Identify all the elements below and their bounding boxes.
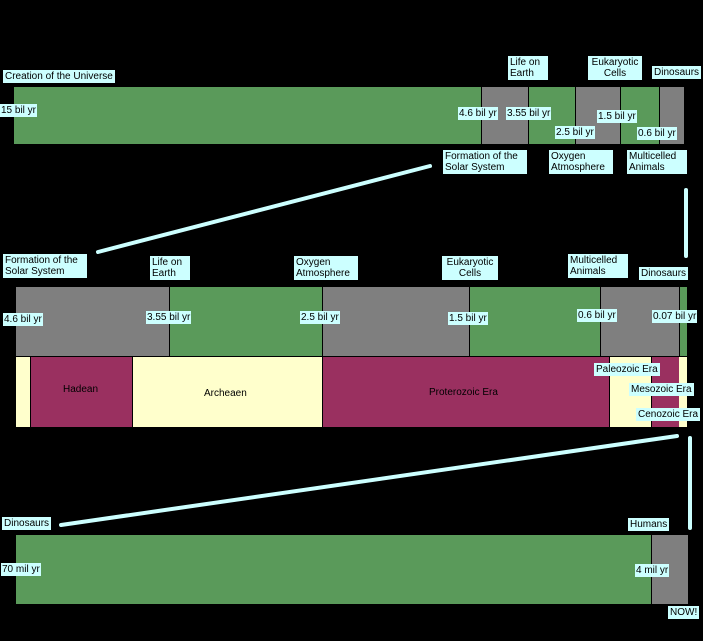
label-multicelled-animals: Multicelled Animals [568, 254, 628, 278]
divider [659, 87, 660, 144]
label-now: NOW! [668, 606, 700, 619]
era-band-separator [16, 356, 687, 357]
label-dinosaurs: Dinosaurs [639, 267, 689, 280]
label-life-on-earth: Life on Earth [508, 56, 548, 80]
label-creation-universe: Creation of the Universe [3, 70, 115, 83]
label-eukaryotic-cells: Eukaryotic Cells [588, 56, 642, 80]
label-dinosaurs: Dinosaurs [652, 66, 702, 79]
era-label-paleozoic: Paleozoic Era [594, 363, 660, 376]
divider [132, 357, 133, 427]
divider [575, 87, 576, 144]
label-multicelled-animals: Multicelled Animals [627, 150, 687, 174]
era-pre-hadean [16, 357, 30, 427]
value-4-mil: 4 mil yr [635, 564, 670, 577]
value-0-6-bil: 0.6 bil yr [577, 309, 617, 322]
bar-earth-life [169, 287, 322, 357]
label-oxygen-atmosphere: Oxygen Atmosphere [294, 256, 358, 280]
value-1-5-bil: 1.5 bil yr [448, 312, 488, 325]
value-0-6-bil: 0.6 bil yr [637, 127, 677, 140]
label-dinosaurs: Dinosaurs [2, 517, 52, 530]
divider [30, 357, 31, 427]
value-0-07-bil: 0.07 bil yr [652, 310, 698, 323]
label-life-on-earth: Life on Earth [150, 256, 190, 280]
era-archeaen [132, 357, 322, 427]
connector-line-top [96, 164, 432, 254]
connector-line-bottom [59, 434, 679, 527]
value-4-6-bil: 4.6 bil yr [458, 107, 498, 120]
label-eukaryotic-cells: Eukaryotic Cells [442, 256, 498, 280]
divider [322, 357, 323, 427]
value-4-6-bil: 4.6 bil yr [3, 313, 43, 326]
value-15-bil: 15 bil yr [0, 104, 38, 117]
value-1-5-bil: 1.5 bil yr [597, 110, 637, 123]
bar-earth-oxygen [322, 287, 469, 357]
label-formation-solar-system: Formation of the Solar System [443, 150, 527, 174]
era-label-mesozoic: Mesozoic Era [629, 383, 694, 396]
label-oxygen-atmosphere: Oxygen Atmosphere [549, 150, 613, 174]
bar-earth-eukaryotic [469, 287, 600, 357]
era-label-proterozoic: Proterozoic Era [429, 387, 498, 398]
value-2-5-bil: 2.5 bil yr [555, 126, 595, 139]
divider [609, 357, 610, 427]
era-label-hadean: Hadean [63, 384, 99, 395]
bar-universe [14, 87, 481, 144]
era-hadean [30, 357, 132, 427]
connector-vertical-top [684, 188, 688, 258]
divider [600, 287, 601, 357]
era-label-archeaen: Archeaen [204, 388, 247, 399]
label-formation-solar-system: Formation of the Solar System [3, 254, 87, 278]
connector-vertical-bottom [688, 436, 692, 530]
value-3-55-bil: 3.55 bil yr [506, 107, 552, 120]
value-70-mil: 70 mil yr [1, 563, 41, 576]
value-2-5-bil: 2.5 bil yr [300, 311, 340, 324]
era-label-cenozoic: Cenozoic Era [636, 408, 701, 421]
era-proterozoic [322, 357, 609, 427]
bar-dinosaurs [16, 535, 651, 604]
label-humans: Humans [628, 518, 670, 531]
value-3-55-bil: 3.55 bil yr [146, 311, 192, 324]
